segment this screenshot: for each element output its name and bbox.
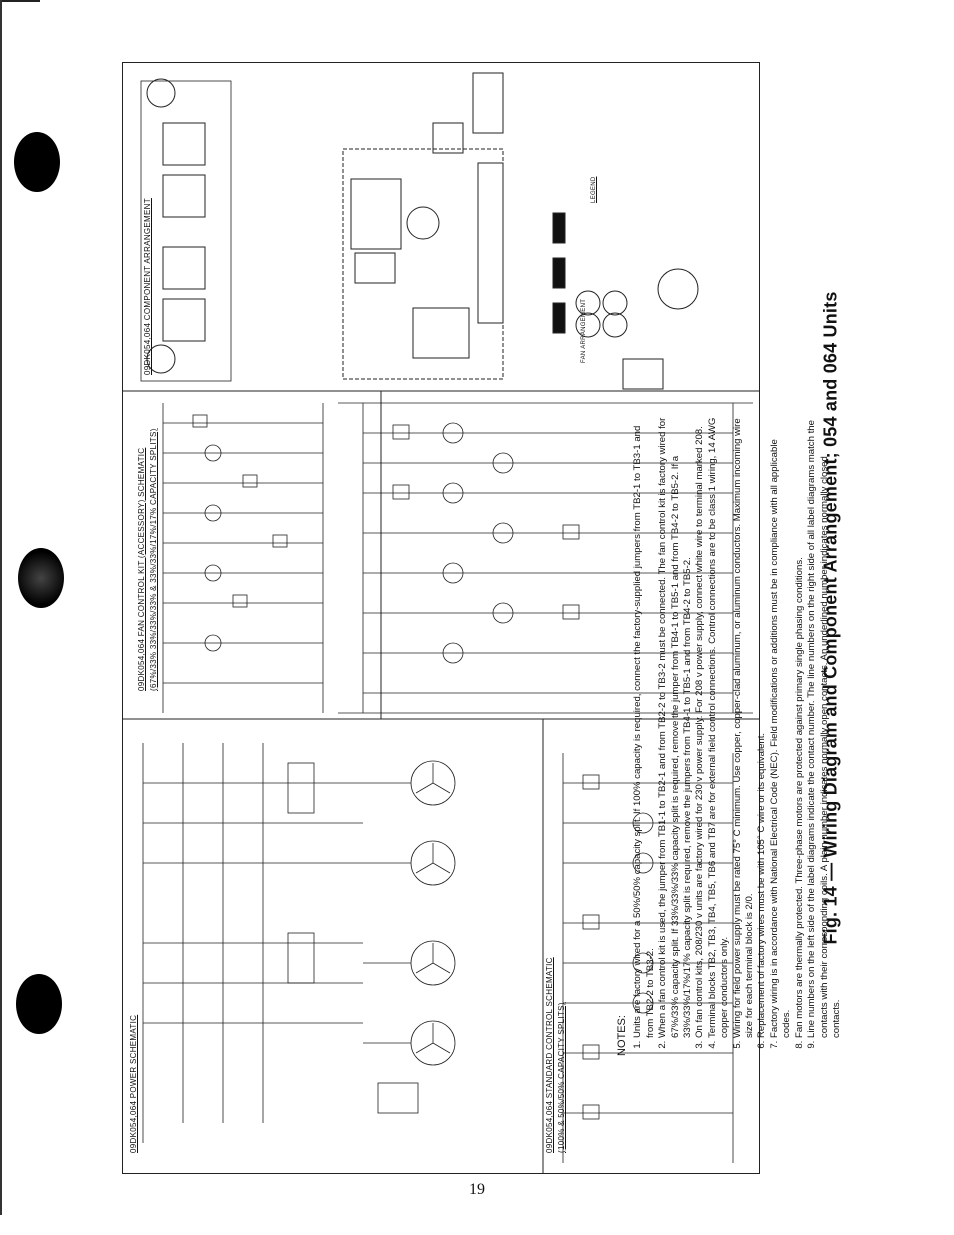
binder-hole-top bbox=[14, 132, 60, 192]
note-item: Terminal blocks TB2, TB3, TB4, TB5, TB6 … bbox=[707, 416, 732, 1038]
wiring-diagram-frame: 09DK054,064 COMPONENT ARRANGEMENT 09DK05… bbox=[122, 62, 760, 1174]
power-schematic-title: 09DK054,064 POWER SCHEMATIC bbox=[129, 1014, 138, 1153]
standard-control-schematic-title: 09DK054,064 STANDARD CONTROL SCHEMATIC bbox=[545, 957, 554, 1153]
page-edge-line bbox=[0, 0, 2, 1215]
note-item: On fan control kits, 208/230 v units are… bbox=[694, 416, 706, 1038]
wiring-diagram-artwork bbox=[123, 72, 759, 1173]
note-item: Wiring for field power supply must be ra… bbox=[732, 416, 757, 1038]
page-corner-mark bbox=[0, 0, 40, 8]
binder-hole-bottom bbox=[16, 974, 62, 1034]
fan-arrangement-label: FAN ARRANGEMENT bbox=[581, 298, 587, 363]
binder-hole-middle bbox=[18, 548, 64, 608]
page-number: 19 bbox=[469, 1181, 485, 1198]
note-item: When a fan control kit is used, the jump… bbox=[657, 416, 694, 1038]
component-arrangement-title: 09DK054,064 COMPONENT ARRANGEMENT bbox=[143, 198, 152, 375]
standard-control-schematic-subtitle: (100% & 50%/50% CAPACITY SPLITS) bbox=[557, 1002, 566, 1153]
fan-control-schematic-subtitle: (67%/33% 33%/33%/33% & 33%/33%/17%/17% C… bbox=[149, 428, 158, 691]
note-item: Units are factory wired for a 50%/50% ca… bbox=[632, 416, 657, 1038]
notes-heading: NOTES: bbox=[616, 1015, 628, 1056]
figure-title: Fig. 14 — Wiring Diagram and Component A… bbox=[820, 291, 841, 945]
fan-control-schematic-title: 09DK054,064 FAN CONTROL KIT (ACCESSORY) … bbox=[137, 447, 146, 691]
legend-title: LEGEND bbox=[591, 176, 597, 203]
figure-caption-area: Fig. 14 — Wiring Diagram and Component A… bbox=[766, 62, 896, 1174]
